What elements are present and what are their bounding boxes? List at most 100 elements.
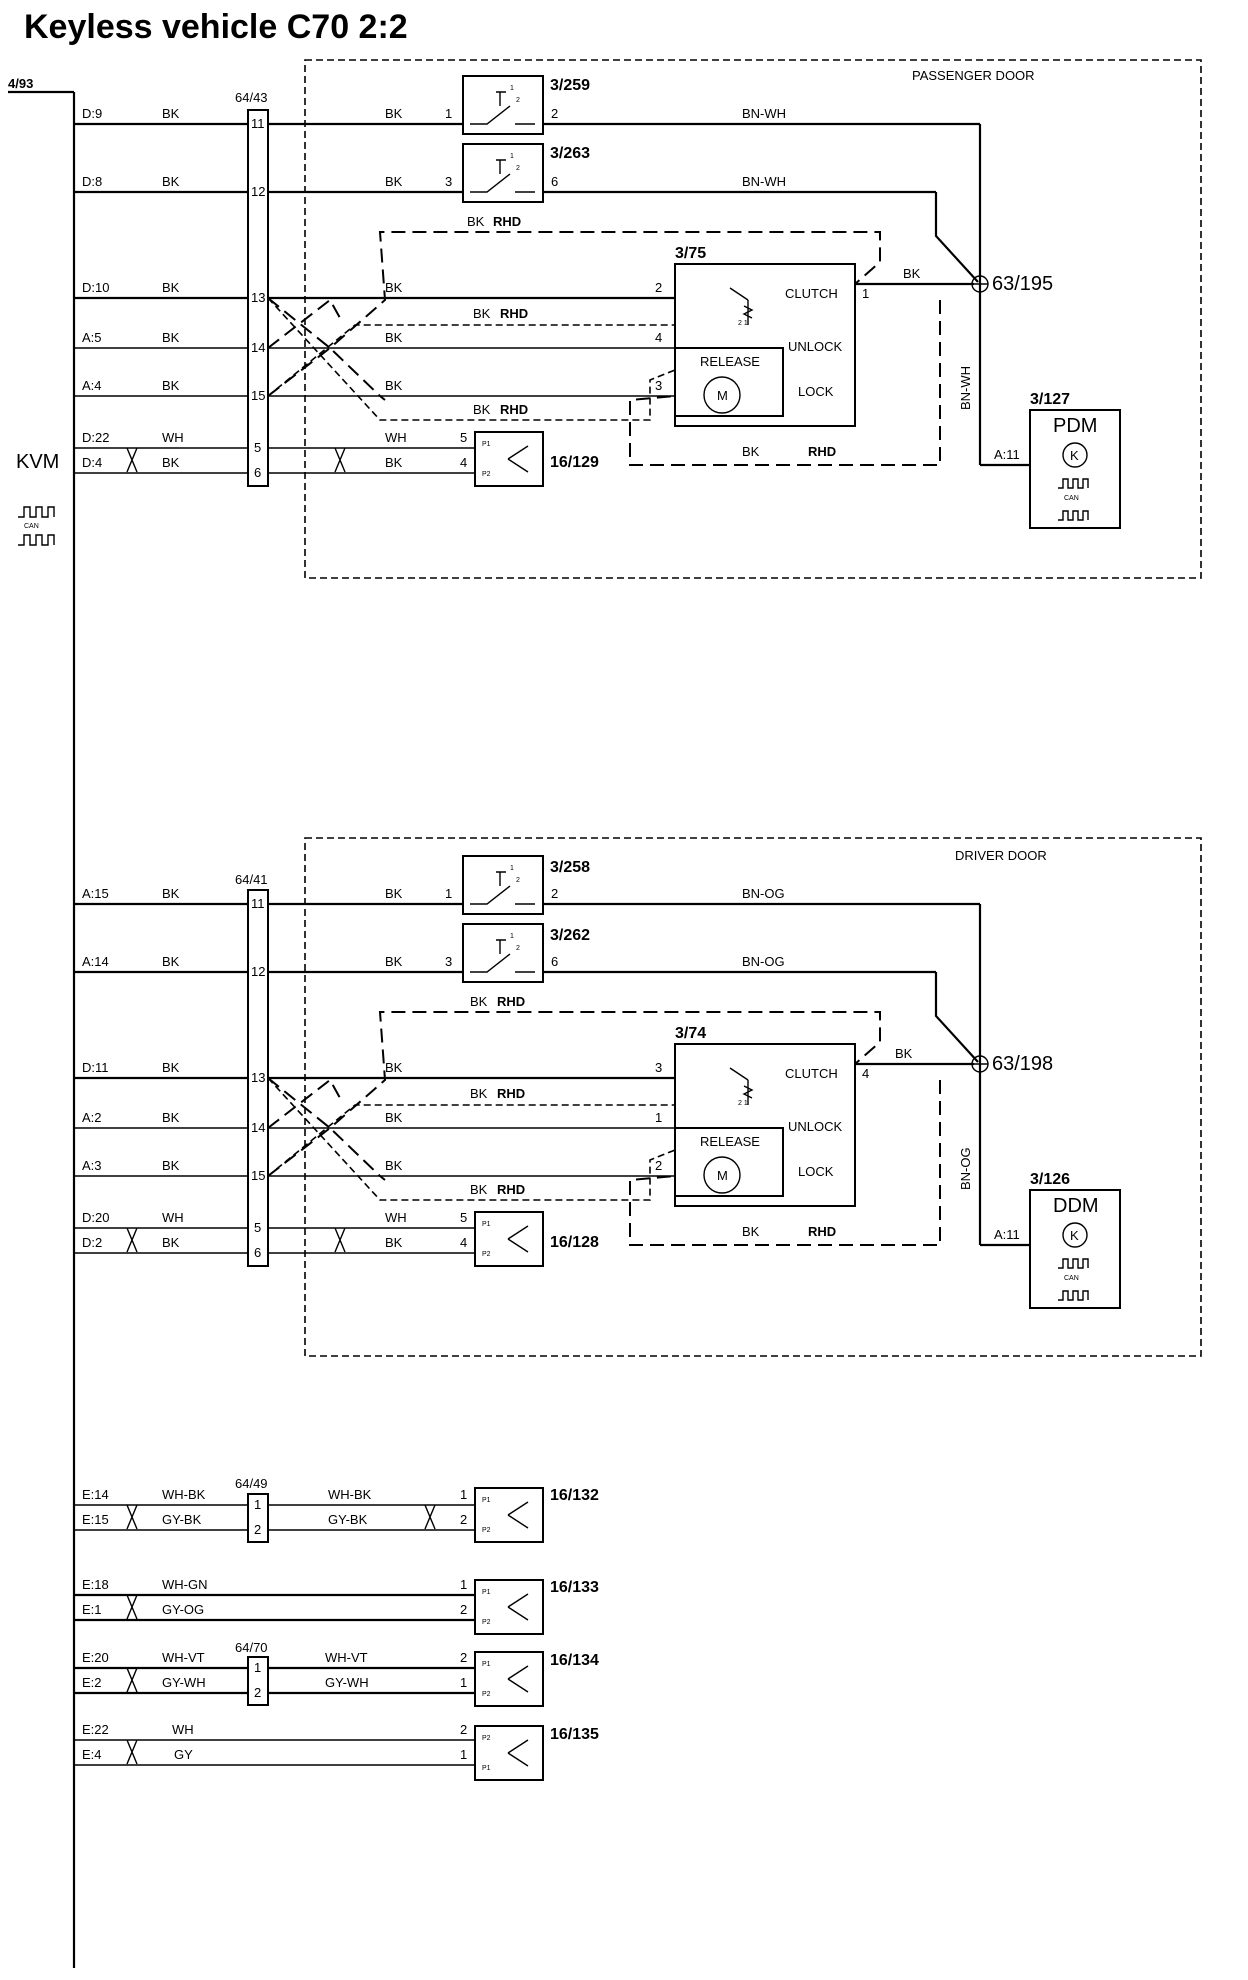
svg-text:2: 2 [254, 1522, 261, 1537]
svg-text:4: 4 [460, 455, 467, 470]
svg-text:2: 2 [516, 97, 520, 104]
svg-text:BK: BK [903, 266, 921, 281]
svg-text:D:8: D:8 [82, 174, 102, 189]
svg-text:14: 14 [251, 1120, 265, 1135]
door-wires [267, 902, 1030, 1254]
svg-text:A:3: A:3 [82, 1158, 102, 1173]
svg-text:WH-BK: WH-BK [328, 1487, 372, 1502]
svg-text:6: 6 [551, 174, 558, 189]
svg-text:64/49: 64/49 [235, 1476, 268, 1491]
svg-text:BK: BK [162, 954, 180, 969]
svg-text:P2: P2 [482, 1619, 491, 1626]
svg-text:2: 2 [655, 280, 662, 295]
svg-text:LOCK: LOCK [798, 1164, 834, 1179]
svg-text:6: 6 [551, 954, 558, 969]
svg-text:RELEASE: RELEASE [700, 354, 760, 369]
svg-text:RHD: RHD [497, 1086, 525, 1101]
kvm-can-label: CAN [24, 523, 39, 530]
svg-text:16/132: 16/132 [550, 1487, 599, 1504]
lock-unit-3-74: 3/74 M RELEASE CLUTCH UNLOCK LOCK 2 1 3 … [655, 1025, 869, 1207]
svg-text:6: 6 [254, 465, 261, 480]
svg-text:BK: BK [467, 214, 485, 229]
svg-text:RHD: RHD [500, 402, 528, 417]
kvm-pin-wires [74, 122, 248, 474]
svg-text:BK: BK [385, 455, 403, 470]
svg-text:UNLOCK: UNLOCK [788, 339, 843, 354]
svg-text:DDM: DDM [1053, 1195, 1099, 1217]
svg-text:1: 1 [510, 153, 514, 160]
svg-text:BK: BK [162, 886, 180, 901]
svg-text:P1: P1 [482, 1221, 491, 1228]
svg-text:P1: P1 [482, 1661, 491, 1668]
driver-door-section: DRIVER DOOR 64/41 A:15 BK A:14 BK D:11 B… [74, 837, 1202, 1357]
svg-text:BK: BK [895, 1046, 913, 1061]
svg-text:E:18: E:18 [82, 1577, 109, 1592]
switch-3-259-label: 3/259 [550, 77, 590, 94]
svg-text:2: 2 [516, 945, 520, 952]
svg-text:WH: WH [162, 430, 184, 445]
svg-text:5: 5 [254, 440, 261, 455]
svg-text:BK: BK [742, 444, 760, 459]
antenna-16-129: P1 P2 5 4 16/129 [460, 430, 599, 487]
svg-text:BK: BK [473, 402, 491, 417]
svg-text:P2: P2 [482, 1735, 491, 1742]
svg-text:1: 1 [510, 865, 514, 872]
svg-text:2: 2 [516, 877, 520, 884]
svg-text:2: 2 [254, 1685, 261, 1700]
svg-text:D:10: D:10 [82, 280, 109, 295]
svg-text:CAN: CAN [1064, 495, 1079, 502]
connector-64-41-label: 64/41 [235, 872, 268, 887]
switch-3-262: 1 2 3/262 [462, 923, 590, 983]
svg-text:GY-BK: GY-BK [162, 1512, 202, 1527]
svg-text:1: 1 [460, 1747, 467, 1762]
switch-3-258-label: 3/258 [550, 859, 590, 876]
svg-text:E:20: E:20 [82, 1650, 109, 1665]
svg-text:BK: BK [385, 1235, 403, 1250]
svg-text:4: 4 [655, 330, 662, 345]
svg-text:D:4: D:4 [82, 455, 102, 470]
svg-text:WH-GN: WH-GN [162, 1577, 208, 1592]
svg-text:E:2: E:2 [82, 1675, 102, 1690]
splice-63-198: 63/198 [971, 1053, 1053, 1075]
svg-text:P1: P1 [482, 1765, 491, 1772]
svg-text:A:4: A:4 [82, 378, 102, 393]
svg-text:WH: WH [172, 1722, 194, 1737]
svg-text:6: 6 [254, 1245, 261, 1260]
svg-text:11: 11 [251, 896, 265, 911]
svg-text:BN-WH: BN-WH [958, 366, 973, 410]
kvm-pin-labels: A:15 BK A:14 BK D:11 BK A:2 BK A:3 BK D:… [82, 886, 184, 1250]
svg-text:14: 14 [251, 340, 265, 355]
svg-text:2 1: 2 1 [738, 1100, 748, 1107]
switch-3-258: 1 2 3/258 [462, 855, 590, 915]
connector-pin-numbers: 11 12 13 14 15 5 6 [251, 116, 265, 480]
switch-3-259: 1 2 3/259 [462, 75, 590, 135]
splice-63-195: 63/195 [971, 273, 1053, 295]
svg-text:RELEASE: RELEASE [700, 1134, 760, 1149]
svg-text:2: 2 [655, 1158, 662, 1173]
svg-text:BK: BK [385, 1060, 403, 1075]
svg-text:2: 2 [460, 1512, 467, 1527]
svg-text:WH-BK: WH-BK [162, 1487, 206, 1502]
svg-text:BN-OG: BN-OG [958, 1147, 973, 1190]
svg-text:P2: P2 [482, 471, 491, 478]
passenger-door-section: PASSENGER DOOR 64/43 D:9 BK D:8 BK D:10 … [74, 59, 1202, 579]
door-module-ddm: 3/126 DDM K CAN A:11 [994, 1171, 1121, 1309]
svg-text:63/198: 63/198 [992, 1053, 1053, 1075]
door-wire-labels: BK 1 2 BN-OG BK 3 6 BN-OG BK RHD BK BK R… [385, 886, 973, 1250]
svg-text:BK: BK [162, 1110, 180, 1125]
svg-text:P1: P1 [482, 1497, 491, 1504]
svg-text:2: 2 [460, 1602, 467, 1617]
switch-3-262-label: 3/262 [550, 927, 590, 944]
svg-text:2: 2 [516, 165, 520, 172]
svg-text:13: 13 [251, 290, 265, 305]
antenna-16-135: E:22 E:4 WH GY P2 P1 2 1 16/135 [74, 1722, 599, 1781]
svg-text:WH: WH [385, 430, 407, 445]
svg-text:1: 1 [445, 106, 452, 121]
svg-text:1: 1 [510, 933, 514, 940]
svg-text:BK: BK [385, 378, 403, 393]
kvm-module: 4/93 KVM CAN [8, 76, 76, 1968]
svg-text:P2: P2 [482, 1691, 491, 1698]
svg-text:5: 5 [460, 430, 467, 445]
svg-text:A:5: A:5 [82, 330, 102, 345]
